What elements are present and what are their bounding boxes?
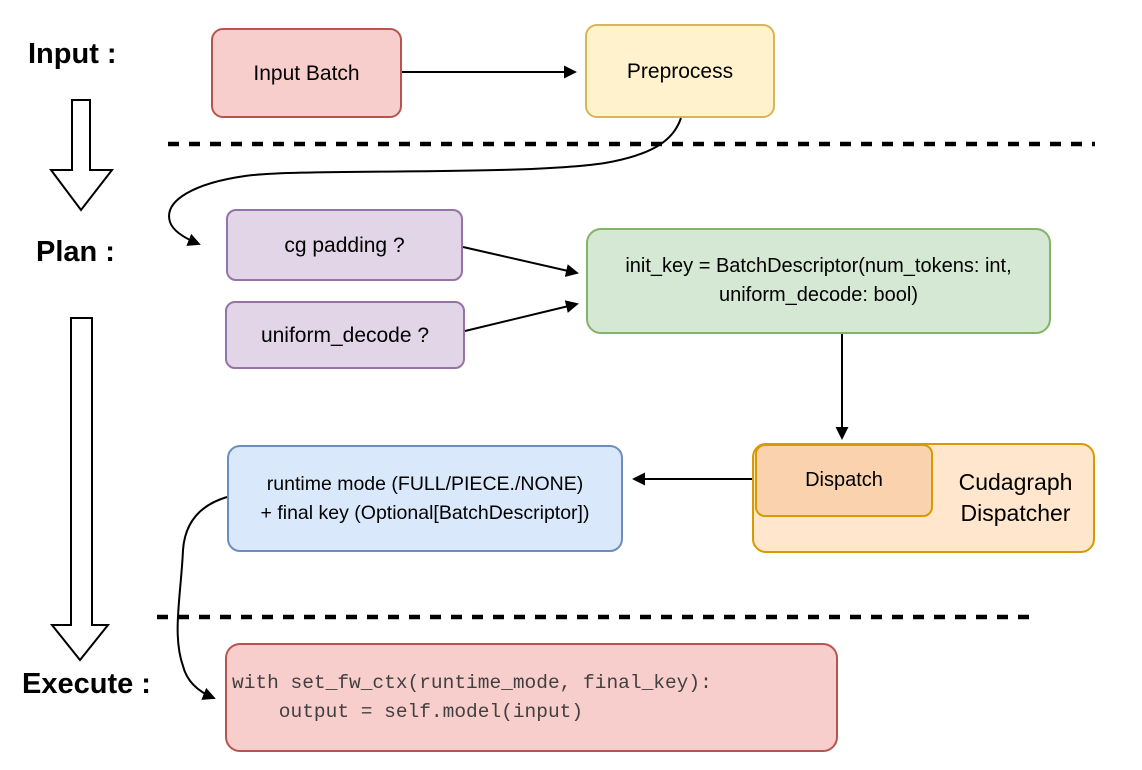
execute-code-line1: with set_fw_ctx(runtime_mode, final_key)… [232,671,712,694]
node-uniform-decode-label: uniform_decode ? [260,323,430,347]
node-preprocess: Preprocess [585,24,775,118]
node-uniform-decode: uniform_decode ? [225,301,465,369]
stage-arrow-plan-to-execute [49,317,111,662]
node-runtime-mode-final-key: runtime mode (FULL/PIECE./NONE) + final … [227,445,623,552]
node-input-batch: Input Batch [211,28,402,118]
edge-runtime-mode-to-execute-code [176,496,228,700]
node-init-key-line1: init_key = BatchDescriptor(num_tokens: i… [625,255,1012,277]
node-cg-padding-label: cg padding ? [284,233,405,257]
stage-arrow-input-to-plan [49,99,115,212]
node-preprocess-label: Preprocess [626,59,734,83]
execute-code-line2: output = self.model(input) [232,700,584,723]
edge-cg-padding-to-init-key [462,246,579,277]
node-cudagraph-dispatcher-label: Cudagraph Dispatcher [938,448,1093,548]
section-label-execute: Execute : [22,668,151,700]
node-init-key-line2: uniform_decode: bool) [718,284,918,306]
node-cg-padding: cg padding ? [226,209,463,281]
section-label-plan: Plan : [36,236,115,268]
node-input-batch-label: Input Batch [253,61,360,85]
section-label-input: Input : [28,38,117,70]
edge-uniform-decode-to-init-key [464,300,579,332]
runtime-mode-line2: + final key (Optional[BatchDescriptor]) [260,501,590,524]
cudagraph-dispatcher-line1: Cudagraph [958,469,1073,495]
node-dispatch: Dispatch [755,444,933,517]
node-init-key: init_key = BatchDescriptor(num_tokens: i… [586,228,1051,334]
cudagraph-dispatcher-line2: Dispatcher [960,500,1071,526]
runtime-mode-line1: runtime mode (FULL/PIECE./NONE) [266,472,584,495]
node-dispatch-label: Dispatch [805,469,883,491]
node-execute-code: with set_fw_ctx(runtime_mode, final_key)… [225,643,838,752]
